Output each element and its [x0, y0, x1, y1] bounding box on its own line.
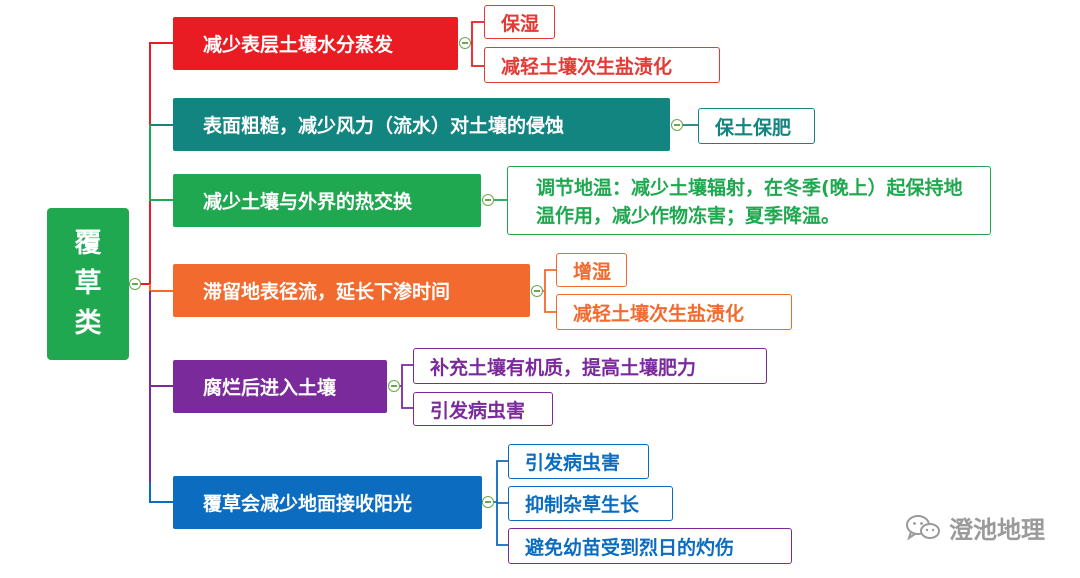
collapse-toggle-branch-3[interactable]: [482, 194, 494, 206]
leaf-6-1[interactable]: 引发病虫害: [508, 444, 649, 479]
branch-2[interactable]: 表面粗糙，减少风力（流水）对土壤的侵蚀: [173, 98, 670, 151]
leaf-5-2[interactable]: 引发病虫害: [413, 392, 553, 426]
collapse-toggle-root[interactable]: [129, 278, 141, 290]
connector-root-branch-6b: [149, 482, 173, 503]
watermark: 澄池地理: [905, 510, 1045, 545]
root-node[interactable]: 覆 草 类: [47, 208, 129, 360]
collapse-toggle-branch-1[interactable]: [459, 37, 471, 49]
branch-5[interactable]: 腐烂后进入土壤: [173, 360, 387, 413]
collapse-toggle-branch-4[interactable]: [531, 285, 543, 297]
leaf-1-1[interactable]: 保湿: [484, 5, 555, 39]
leaf-3-1[interactable]: 调节地温：减少土壤辐射，在冬季(晚上）起保持地温作用，减少作物冻害；夏季降温。: [507, 166, 991, 235]
root-char-3: 类: [74, 308, 102, 339]
wechat-icon: [906, 514, 940, 540]
branch-3[interactable]: 减少土壤与外界的热交换: [173, 174, 481, 227]
connector-root-branch-5: [149, 291, 173, 387]
leaf-4-1[interactable]: 增湿: [556, 253, 627, 287]
connector-root-branch-4: [149, 284, 173, 292]
leaf-4-2[interactable]: 减轻土壤次生盐渍化: [556, 294, 792, 330]
watermark-text: 澄池地理: [949, 516, 1045, 544]
branch-4[interactable]: 滞留地表径流，延长下渗时间: [173, 264, 530, 317]
root-char-1: 覆: [74, 228, 102, 259]
leaf-6-3[interactable]: 避免幼苗受到烈日的灼伤: [508, 528, 792, 564]
leaf-6-2[interactable]: 抑制杂草生长: [508, 486, 673, 521]
collapse-toggle-branch-2[interactable]: [671, 119, 683, 131]
leaf-5-1[interactable]: 补充土壤有机质，提高土壤肥力: [413, 348, 767, 384]
branch-6[interactable]: 覆草会减少地面接收阳光: [173, 476, 482, 529]
collapse-toggle-branch-6[interactable]: [482, 496, 494, 508]
leaf-2-1[interactable]: 保土保肥: [698, 108, 815, 144]
leaf-1-2[interactable]: 减轻土壤次生盐渍化: [484, 47, 720, 83]
connector-root-branch-3: [149, 125, 173, 201]
collapse-toggle-branch-5[interactable]: [388, 380, 400, 392]
root-connectors: [129, 42, 173, 503]
branch-1[interactable]: 减少表层土壤水分蒸发: [173, 17, 458, 70]
root-char-2: 草: [74, 268, 102, 299]
connector-root-branch-6: [149, 386, 173, 503]
